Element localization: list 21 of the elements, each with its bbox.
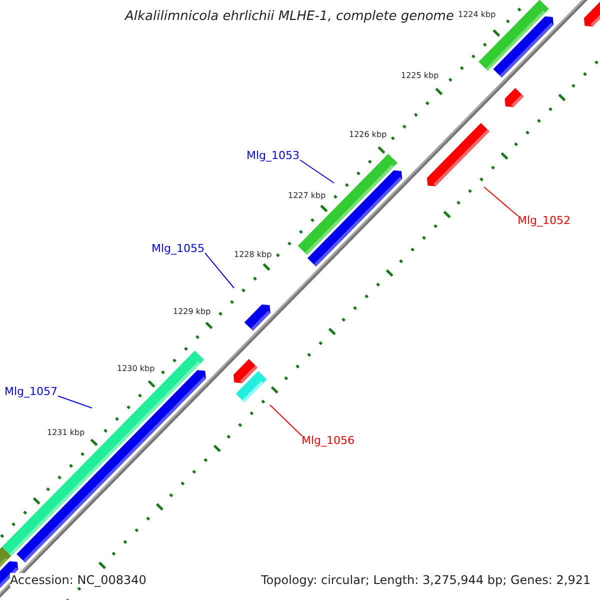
tick-label: 1228 kbp [234,250,272,258]
gene-label: Mlg_1056 [302,434,355,446]
accession-label: Accession: NC_008340 [10,572,146,586]
tick-label: 1226 kbp [349,130,387,138]
tick-label: 1227 kbp [288,190,326,200]
diagram-title: Alkalilimnicola ehrlichii MLHE-1, complete genome [125,8,454,24]
gene-label: Mlg_1057 [4,384,58,398]
tick-label: 1229 kbp [173,306,211,316]
leader-line [204,252,234,288]
gene-label: Mlg_1053 [246,148,300,162]
leader-line [300,160,334,184]
gene-label: Mlg_1052 [518,214,571,226]
leader-line [484,186,518,216]
tick-label: 1231 kbp [47,428,85,436]
tick-label: 1230 kbp [117,364,155,372]
genome-summary-label: Topology: circular; Length: 3,275,944 bp; Genes: 2,921 [261,572,591,586]
tick-label: 1224 kbp [458,10,496,18]
leader-line [58,396,92,408]
tick-label: 1225 kbp [401,70,439,80]
gene-label: Mlg_1055 [152,242,205,254]
leader-line [270,404,302,436]
